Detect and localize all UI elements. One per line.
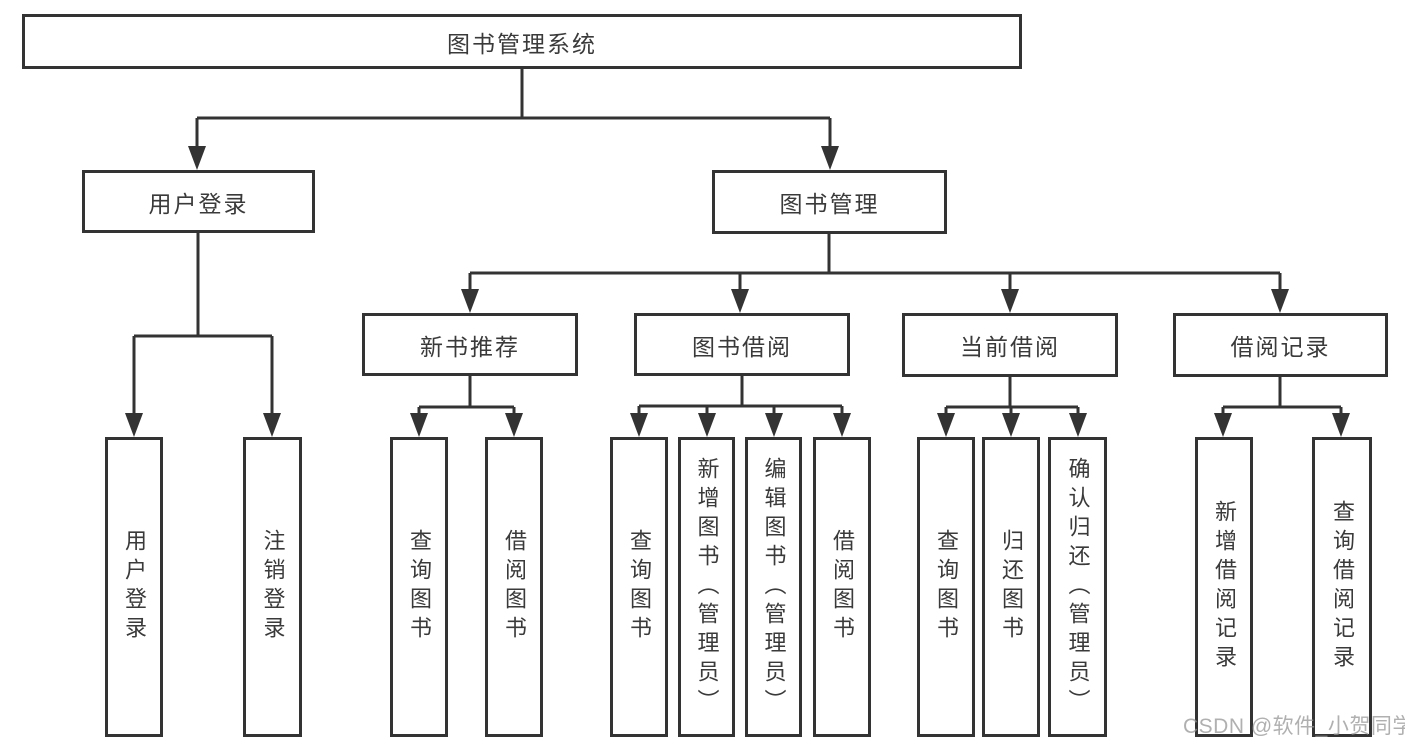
leaf-query-book-recommend: 查询图书 [390, 437, 448, 737]
leaf-query-book-borrow: 查询图书 [610, 437, 668, 737]
leaf-return-book: 归还图书 [982, 437, 1040, 737]
node-book-management: 图书管理 [712, 170, 947, 234]
arrow-down-icon [765, 413, 783, 437]
connector-line [132, 69, 1343, 417]
leaf-logout: 注销登录 [243, 437, 302, 737]
node-borrow-records: 借阅记录 [1173, 313, 1388, 377]
arrow-down-icon [731, 289, 749, 313]
leaf-add-book-admin: 新增图书（管理员） [678, 437, 735, 737]
arrow-down-icon [125, 413, 143, 437]
arrow-down-icon [1069, 413, 1087, 437]
node-root-system: 图书管理系统 [22, 14, 1022, 69]
node-book-borrow: 图书借阅 [634, 313, 850, 376]
arrow-down-icon [630, 413, 648, 437]
arrow-down-icon [461, 289, 479, 313]
leaf-user-login: 用户登录 [105, 437, 163, 737]
csdn-watermark: CSDN @软件_小贺同学 [1183, 715, 1405, 738]
node-new-book-recommend: 新书推荐 [362, 313, 578, 376]
leaf-edit-book-admin: 编辑图书（管理员） [745, 437, 802, 737]
leaf-borrow-book-recommend: 借阅图书 [485, 437, 543, 737]
leaf-query-book-current: 查询图书 [917, 437, 975, 737]
arrow-down-icon [1214, 413, 1232, 437]
node-user-login: 用户登录 [82, 170, 315, 233]
arrow-down-icon [1332, 413, 1350, 437]
leaf-query-borrow-record: 查询借阅记录 [1312, 437, 1372, 737]
arrow-down-icon [1001, 289, 1019, 313]
node-current-borrow: 当前借阅 [902, 313, 1118, 377]
arrow-down-icon [1002, 413, 1020, 437]
leaf-confirm-return-admin: 确认归还（管理员） [1048, 437, 1107, 737]
arrow-down-icon [410, 413, 428, 437]
arrow-down-icon [188, 146, 206, 170]
arrow-down-icon [505, 413, 523, 437]
leaf-add-borrow-record: 新增借阅记录 [1195, 437, 1253, 737]
arrow-down-icon [1271, 289, 1289, 313]
arrow-down-icon [821, 146, 839, 170]
arrow-down-icon [263, 413, 281, 437]
arrow-down-icon [698, 413, 716, 437]
leaf-borrow-book: 借阅图书 [813, 437, 871, 737]
arrow-down-icon [833, 413, 851, 437]
arrow-down-icon [937, 413, 955, 437]
